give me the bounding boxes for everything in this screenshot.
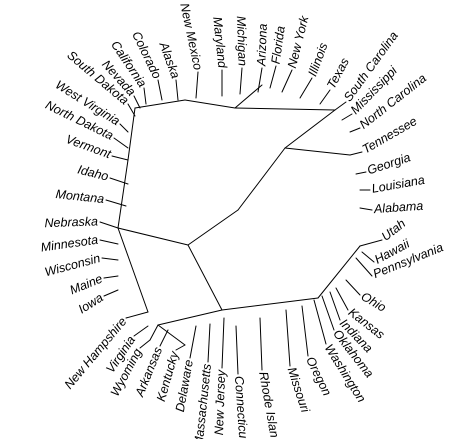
leaf-branch [109, 177, 129, 185]
tree-branch [117, 159, 129, 229]
tree-branch [237, 147, 286, 211]
tree-branch [187, 244, 223, 311]
leaf-branch [101, 257, 119, 261]
leaf-branch [319, 89, 331, 105]
leaf-branch [239, 67, 243, 95]
leaf-branch [105, 199, 127, 207]
leaf-labels: UtahHawaiiPennsylvaniaOhioKansasIndianaO… [40, 2, 445, 439]
leaf-branch [119, 123, 129, 133]
tree-branch [284, 109, 336, 149]
leaf-label-georgia: Georgia [366, 150, 413, 177]
leaf-branch [189, 325, 197, 359]
leaf-branch [345, 279, 361, 296]
leaf-branch [139, 339, 151, 349]
leaf-branch [341, 113, 353, 121]
leaf-label-illinois: Illinois [305, 41, 330, 78]
leaf-branch [355, 257, 373, 277]
leaf-label-massachusetts: Massachusetts [191, 363, 214, 439]
leaf-branch [207, 323, 211, 363]
leaf-branch [175, 79, 179, 101]
leaf-branch [133, 325, 149, 337]
tree-branch [221, 297, 319, 311]
leaf-branch [125, 311, 149, 319]
leaf-label-iowa: Iowa [76, 291, 106, 317]
tree-branch [317, 245, 361, 299]
leaf-branch [361, 251, 375, 263]
tree-branch [234, 84, 263, 109]
leaf-branch [301, 305, 309, 357]
leaf-branch [111, 155, 129, 161]
leaf-branch [334, 101, 347, 111]
leaf-branch [127, 103, 136, 117]
leaf-label-missouri: Missouri [285, 366, 313, 416]
leaf-label-nebraska: Nebraska [44, 214, 98, 230]
tree-branch [284, 147, 351, 156]
leaf-branch [113, 137, 129, 149]
leaf-branch [299, 77, 313, 99]
leaf-label-louisiana: Louisiana [371, 173, 426, 196]
leaf-label-maryland: Maryland [210, 16, 229, 70]
leaf-label-montana: Montana [55, 187, 105, 206]
leaf-branch [99, 221, 119, 229]
leaf-label-new-mexico: New Mexico [177, 2, 205, 72]
leaf-label-connecticut: Connecticut [232, 375, 251, 439]
leaf-branch [103, 289, 119, 297]
leaf-branch [157, 79, 163, 101]
leaf-branch [195, 71, 199, 99]
leaf-branch [313, 299, 327, 345]
leaf-label-florida: Florida [269, 25, 288, 65]
tree-branch [134, 99, 186, 109]
leaf-label-alabama: Alabama [372, 199, 423, 216]
tree-branches [117, 84, 361, 346]
leaf-label-new-jersey: New Jersey [212, 369, 228, 435]
leaf-branch [159, 329, 169, 347]
tree-branch [234, 107, 336, 111]
leaf-branch [359, 207, 373, 211]
tree-branch [157, 309, 223, 326]
leaf-branch [99, 239, 119, 245]
tree-branch [149, 324, 159, 341]
leaf-branch [281, 69, 293, 93]
leaf-branch [257, 67, 263, 93]
leaf-branch [133, 95, 141, 109]
leaf-label-new-york: New York [285, 14, 312, 70]
leaf-branch [235, 325, 239, 375]
leaf-branch [175, 344, 186, 351]
tree-tips [99, 65, 383, 375]
leaf-label-arizona: Arizona [254, 23, 270, 67]
leaf-branch [329, 291, 341, 321]
tree-branch [187, 209, 239, 246]
leaf-label-michigan: Michigan [234, 16, 250, 67]
leaf-branch [259, 317, 263, 371]
leaf-branch [359, 239, 383, 247]
leaf-label-rhode-islan: Rhode Islan [256, 371, 281, 439]
leaf-branch [143, 87, 147, 105]
leaf-branch [335, 287, 349, 311]
leaf-branch [269, 65, 277, 89]
leaf-branch [221, 317, 225, 369]
leaf-branch [355, 171, 367, 175]
leaf-label-idaho: Idaho [76, 162, 110, 183]
tree-branch [117, 227, 149, 313]
tree-branch [184, 99, 236, 109]
leaf-branch [349, 151, 363, 156]
leaf-branch [349, 127, 361, 133]
tree-branch [117, 227, 189, 246]
tree-branch [157, 324, 186, 346]
leaf-branch [103, 275, 119, 279]
leaf-label-minnesota: Minnesota [40, 233, 99, 255]
leaf-branch [285, 309, 291, 367]
leaf-branch [321, 295, 335, 331]
tree-branch [127, 107, 136, 161]
